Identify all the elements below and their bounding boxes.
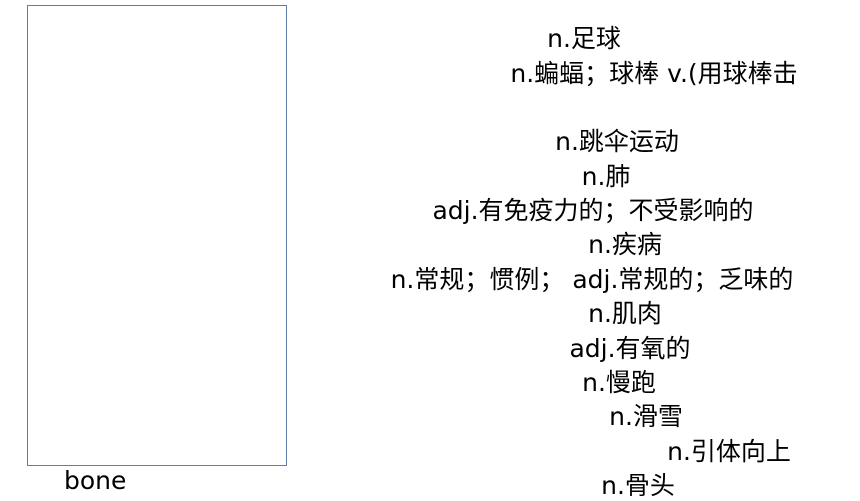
definition-jogging: n.慢跑	[582, 368, 656, 397]
definition-bat: n.蝙蝠；球棒 v.(用球棒击	[510, 59, 798, 88]
definition-muscle: n.肌肉	[588, 299, 662, 328]
vocabulary-word-bone: bone	[64, 466, 127, 495]
definition-skiing: n.滑雪	[609, 402, 683, 431]
definition-pull-up: n.引体向上	[667, 437, 791, 466]
definition-lung: n.肺	[581, 162, 631, 191]
image-placeholder-box	[27, 5, 287, 466]
definition-bone: n.骨头	[601, 471, 675, 500]
definition-disease: n.疾病	[588, 230, 662, 259]
definition-immune: adj.有免疫力的；不受影响的	[432, 196, 754, 225]
definition-parachuting: n.跳伞运动	[555, 127, 679, 156]
definition-aerobic: adj.有氧的	[569, 334, 691, 363]
definition-football: n.足球	[547, 24, 621, 53]
definition-routine: n.常规；惯例； adj.常规的；乏味的	[390, 265, 794, 294]
